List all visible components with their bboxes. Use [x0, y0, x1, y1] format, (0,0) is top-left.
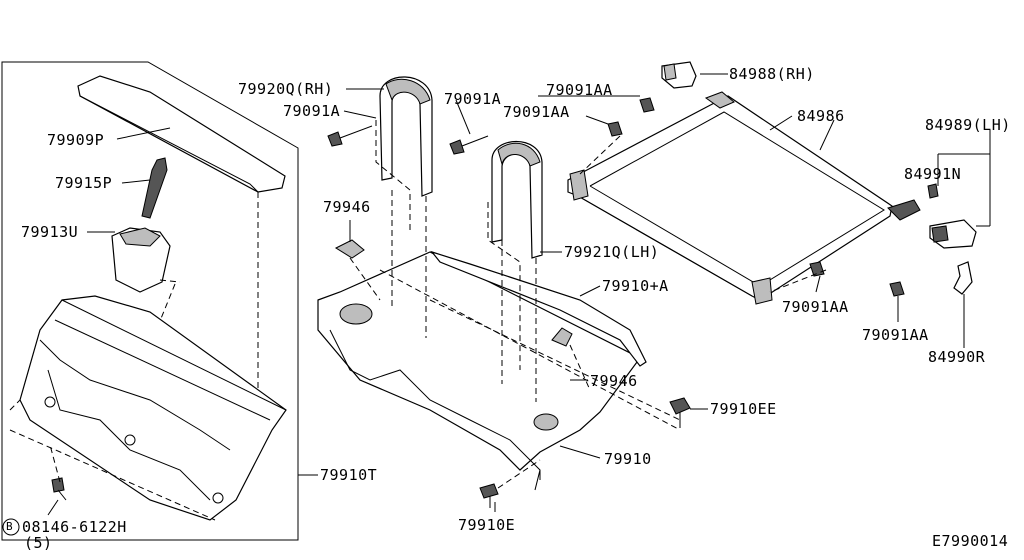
- part-84990R: [953, 261, 973, 295]
- part-79915P: [141, 157, 168, 219]
- label-79091AA-2: 79091AA: [503, 103, 570, 121]
- label-79091AA-3: 79091AA: [782, 298, 849, 316]
- label-84986: 84986: [797, 107, 845, 125]
- label-79091A-2: 79091A: [444, 90, 502, 108]
- label-79921Q: 79921Q(LH): [564, 243, 660, 261]
- label-79946-1: 79946: [323, 198, 371, 216]
- part-79910: [317, 251, 641, 471]
- label-79910: 79910: [604, 450, 652, 468]
- label-79915P: 79915P: [55, 174, 113, 192]
- label-84991N: 84991N: [904, 165, 962, 183]
- label-79913U: 79913U: [21, 223, 79, 241]
- part-79909P: [77, 75, 286, 193]
- label-84990R: 84990R: [928, 348, 986, 366]
- label-79909P: 79909P: [47, 131, 105, 149]
- label-79091AA-4: 79091AA: [862, 326, 929, 344]
- label-79910T: 79910T: [320, 466, 378, 484]
- left-group-frame: [1, 61, 299, 541]
- label-79910E: 79910E: [458, 516, 516, 534]
- label-79091A-1: 79091A: [283, 102, 341, 120]
- label-84988: 84988(RH): [729, 65, 815, 83]
- part-79910A: [430, 250, 647, 367]
- label-08146-qty: (5): [24, 534, 53, 552]
- diagram-code: E7990014: [932, 532, 1009, 550]
- label-84989: 84989(LH): [925, 116, 1011, 134]
- label-b-marker: B: [6, 520, 14, 533]
- part-79946-left: [334, 239, 365, 259]
- label-08146-6122H: 08146-6122H: [22, 518, 127, 536]
- label-79910EE: 79910EE: [710, 400, 777, 418]
- part-79910E: [479, 483, 499, 499]
- part-79910EE: [669, 397, 691, 415]
- label-79091AA-1: 79091AA: [546, 81, 613, 99]
- label-79910A: 79910+A: [602, 277, 669, 295]
- part-79946-right: [551, 327, 573, 347]
- part-79910T: [19, 295, 287, 521]
- label-79920Q: 79920Q(RH): [238, 80, 334, 98]
- label-79946-2: 79946: [590, 372, 638, 390]
